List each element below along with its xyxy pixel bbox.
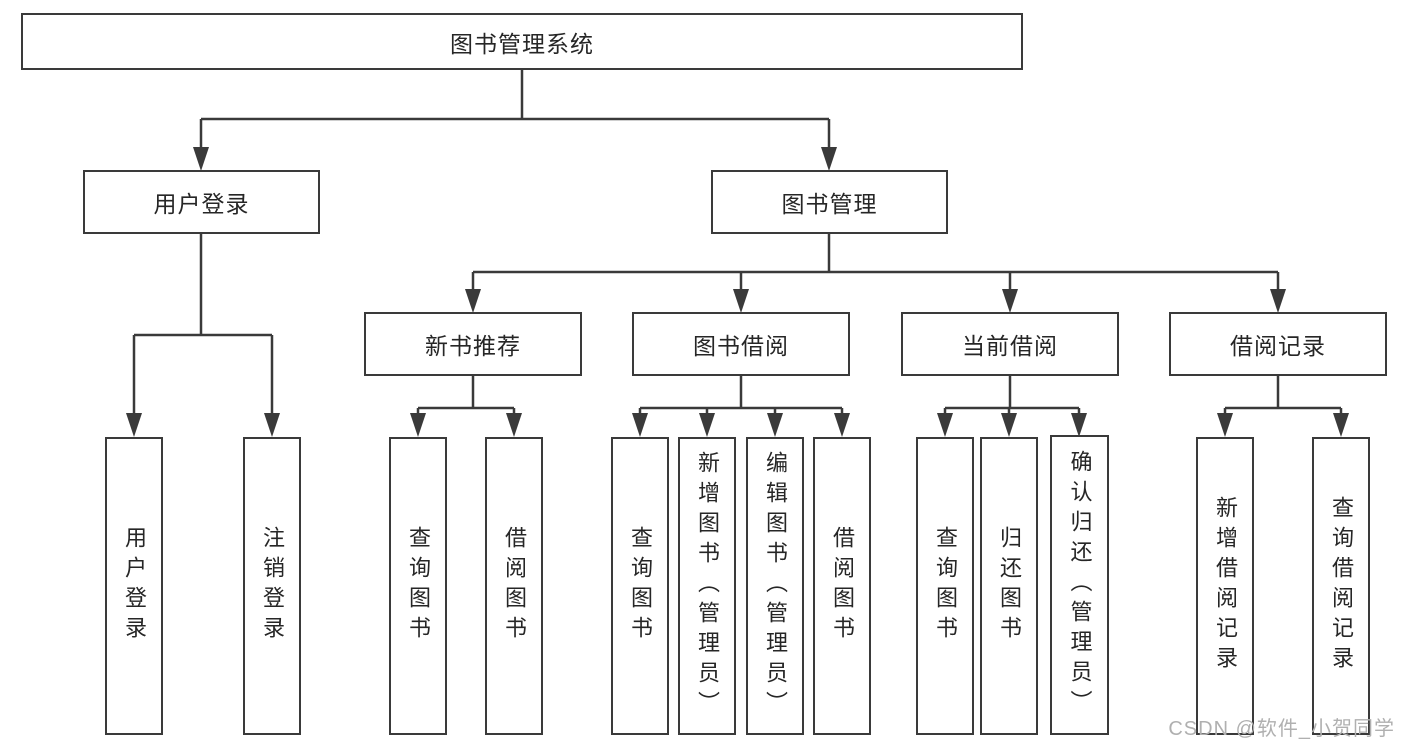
- connector-book-mgmt-to-level3: [471, 233, 1280, 290]
- node-label: 用户登录: [153, 191, 250, 217]
- leaf-query-borrow-record: 查询借阅记录: [1312, 437, 1370, 735]
- node-label: 新增借阅记录: [1213, 496, 1238, 676]
- arrowheads-level3: [465, 289, 1286, 313]
- node-label: 查询图书: [628, 526, 653, 646]
- leaf-return-book: 归还图书: [980, 437, 1038, 735]
- arrowheads-leaves: [126, 413, 1349, 437]
- node-label: 借阅图书: [502, 526, 527, 646]
- node-label: 新增图书（管理员）: [695, 451, 720, 721]
- leaf-current-query-book: 查询图书: [916, 437, 974, 735]
- node-book-management-group: 图书管理: [711, 170, 948, 234]
- node-label: 图书管理: [781, 191, 878, 217]
- leaf-edit-book-admin: 编辑图书（管理员）: [746, 437, 804, 735]
- leaf-borrow-query-book: 查询图书: [611, 437, 669, 735]
- csdn-watermark: CSDN @软件_小贺同学: [1168, 718, 1395, 740]
- node-label: 借阅记录: [1230, 333, 1326, 359]
- node-current-borrowing: 当前借阅: [901, 312, 1119, 376]
- node-label: 图书管理系统: [450, 30, 594, 57]
- node-new-book-recommend: 新书推荐: [364, 312, 582, 376]
- node-user-login-group: 用户登录: [83, 170, 320, 234]
- node-label: 当前借阅: [962, 333, 1058, 359]
- leaf-add-borrow-record: 新增借阅记录: [1196, 437, 1254, 735]
- node-label: 注销登录: [260, 526, 285, 646]
- node-label: 图书借阅: [693, 333, 789, 359]
- leaf-borrow-borrow-book: 借阅图书: [813, 437, 871, 735]
- node-book-borrowing: 图书借阅: [632, 312, 850, 376]
- connector-root-to-level2: [199, 69, 831, 148]
- node-label: 借阅图书: [830, 526, 855, 646]
- node-label: 查询图书: [406, 526, 431, 646]
- node-label: 查询图书: [933, 526, 958, 646]
- node-borrowing-records: 借阅记录: [1169, 312, 1387, 376]
- node-label: 编辑图书（管理员）: [763, 451, 788, 721]
- node-label: 确认归还（管理员）: [1067, 450, 1093, 720]
- arrowheads-level2: [193, 147, 837, 171]
- leaf-recommend-query-book: 查询图书: [389, 437, 447, 735]
- node-label: 用户登录: [122, 526, 147, 646]
- leaf-add-book-admin: 新增图书（管理员）: [678, 437, 736, 735]
- node-library-management-system: 图书管理系统: [21, 13, 1023, 70]
- node-label: 新书推荐: [425, 333, 521, 359]
- leaf-logout: 注销登录: [243, 437, 301, 735]
- node-label: 查询借阅记录: [1329, 496, 1354, 676]
- connector-user-login-to-leaves: [132, 233, 274, 414]
- node-label: 归还图书: [997, 526, 1022, 646]
- leaf-user-login: 用户登录: [105, 437, 163, 735]
- connector-level3-to-leaves: [416, 376, 1343, 414]
- leaf-confirm-return-admin: 确认归还（管理员）: [1050, 435, 1109, 735]
- leaf-recommend-borrow-book: 借阅图书: [485, 437, 543, 735]
